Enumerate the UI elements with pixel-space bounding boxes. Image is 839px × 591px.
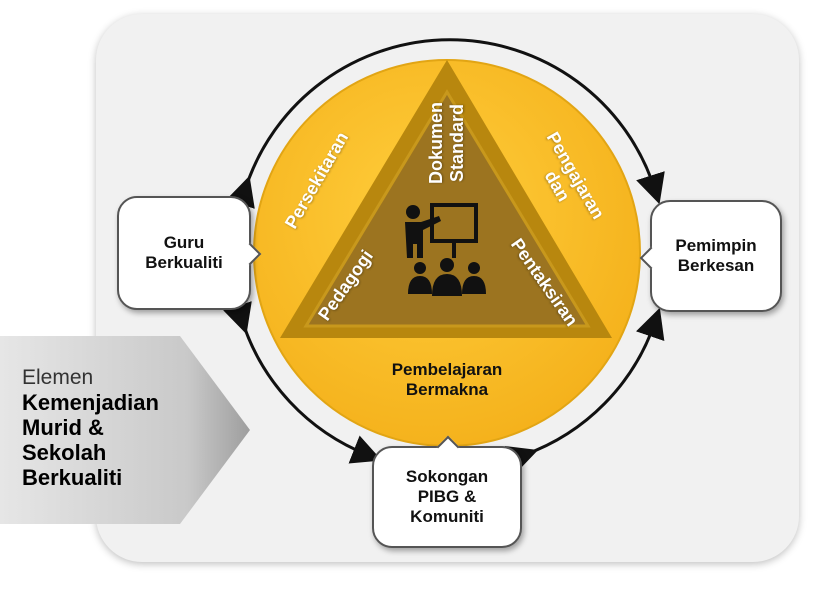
elemen-label: Elemen (22, 366, 94, 389)
bubble-pemimpin-line2: Berkesan (677, 256, 755, 275)
arc-arrow-bottom-left (223, 301, 382, 464)
elemen-title: Elemen Kemenjadian Murid & Sekolah Berku… (22, 366, 159, 490)
label-pembelajaran-bermakna: Pembelajaran Bermakna (372, 360, 522, 400)
arc-arrow-top (226, 38, 665, 209)
elemen-arrow-banner (0, 336, 250, 524)
bubble-sokongan-line2: PIBG & (417, 487, 477, 506)
teacher-presentation-icon (405, 203, 486, 296)
bubble-sokongan-pibg: Sokongan PIBG & Komuniti (372, 435, 522, 548)
arc-arrow-bottom-right (504, 307, 665, 475)
label-pembelajaran: Pembelajaran (391, 360, 503, 379)
label-bermakna: Bermakna (405, 380, 489, 399)
bubble-sokongan-line3: Komuniti (410, 507, 484, 526)
bubble-guru-line1: Guru (163, 233, 205, 252)
elemen-line-sekolah: Sekolah (22, 440, 107, 465)
bubble-guru-berkualiti: Guru Berkualiti (117, 196, 262, 310)
inner-triangle (303, 89, 591, 328)
bubble-sokongan-line1: Sokongan (405, 467, 489, 486)
elemen-line-murid: Murid & (22, 415, 104, 440)
bubble-pemimpin-line1: Pemimpin (675, 236, 757, 255)
label-dokumen: Dokumen (426, 102, 446, 185)
label-standard: Standard (447, 104, 467, 183)
label-dokumen-standard: Dokumen Standard (426, 88, 468, 198)
bubble-guru-line2: Berkualiti (145, 253, 223, 272)
elemen-line-berkualiti: Berkualiti (22, 465, 123, 490)
elemen-line-kemenjadian: Kemenjadian (22, 390, 159, 415)
bubble-pemimpin-berkesan: Pemimpin Berkesan (639, 200, 782, 312)
